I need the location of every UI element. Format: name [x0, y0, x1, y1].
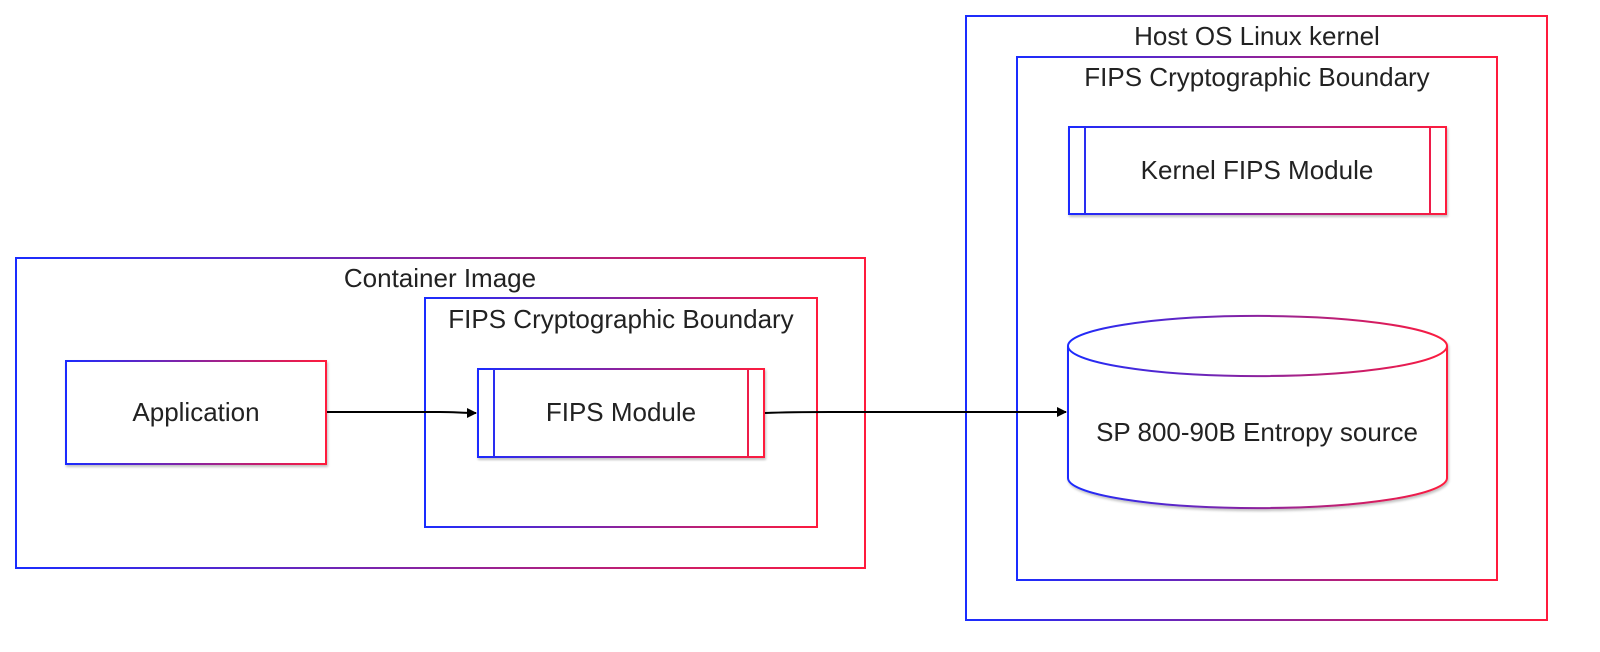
application-label: Application	[132, 397, 259, 427]
application-box	[65, 360, 327, 465]
fips-module-node: FIPS Module	[477, 368, 765, 458]
kernel-fips-module-node: Kernel FIPS Module	[1068, 126, 1447, 215]
application-node: Application	[65, 360, 327, 465]
entropy-source-label: SP 800-90B Entropy source	[1096, 417, 1418, 447]
entropy-source-cylinder-rim	[1067, 345, 1448, 378]
kernel-fips-module-label: Kernel FIPS Module	[1141, 155, 1374, 185]
container-image-title: Container Image	[344, 263, 536, 293]
edge-application-to-fips-module	[327, 407, 477, 418]
fips-module-box	[477, 368, 765, 458]
fips-module-label: FIPS Module	[546, 397, 696, 427]
container-fips-boundary-title: FIPS Cryptographic Boundary	[448, 304, 793, 334]
entropy-source-cylinder	[1067, 314, 1448, 510]
entropy-source-node: SP 800-90B Entropy source	[1067, 314, 1448, 510]
host-os-title: Host OS Linux kernel	[1134, 21, 1380, 51]
edges	[327, 407, 1067, 418]
host-fips-boundary-title: FIPS Cryptographic Boundary	[1084, 62, 1429, 92]
kernel-fips-module-box	[1068, 126, 1447, 215]
edge-fips-module-to-entropy-source	[764, 407, 1067, 417]
